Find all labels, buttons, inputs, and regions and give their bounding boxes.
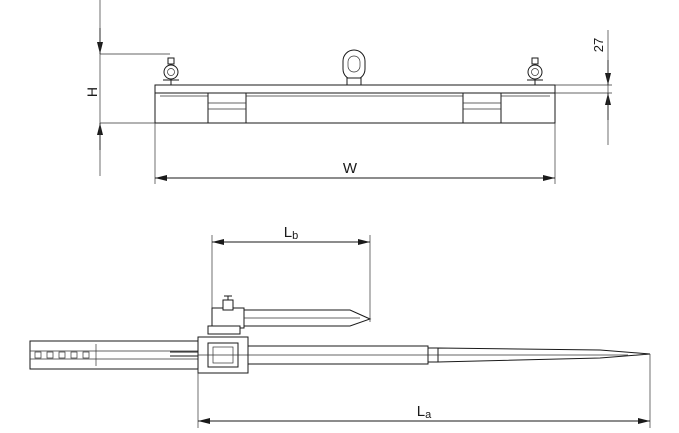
side-view: Lb La [29,224,651,428]
shackle-right [527,57,543,85]
dimension-27 [555,30,612,145]
dimension-h-label: H [84,87,100,97]
beam-top-plate [154,84,556,94]
fork-pocket-right [462,92,502,124]
dimension-lb [211,235,371,322]
dimension-lb-label: Lb [284,224,298,242]
dimension-h [97,0,170,176]
lifting-eye-center [342,49,366,86]
dimension-w-label: W [343,160,358,177]
dimension-la-label: La [417,403,432,421]
shackle-left [163,57,179,85]
top-view: H W 27 [84,0,612,184]
fork-pocket-left [207,92,247,124]
fork-sleeve [29,340,205,370]
short-tine [207,295,372,335]
long-tine [247,345,651,365]
dimension-w [154,123,556,184]
dimension-la [197,354,651,428]
clamp-block [197,336,249,374]
dimension-27-label: 27 [591,38,606,52]
